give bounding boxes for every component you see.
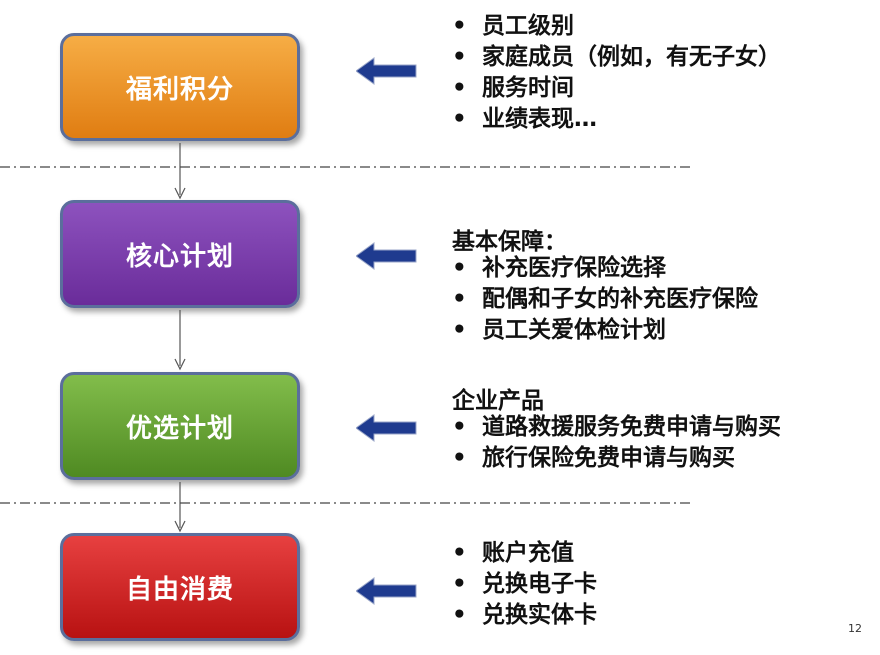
stage-label: 核心计划 xyxy=(125,241,234,272)
list-item: • 补充医疗保险选择 xyxy=(452,253,758,284)
list-item: • 配偶和子女的补充医疗保险 xyxy=(452,284,758,315)
list-item-text: 账户充值 xyxy=(482,540,574,566)
list-item-text: 道路救援服务免费申请与购买 xyxy=(482,414,781,440)
bullet: • xyxy=(452,286,467,312)
stage-box-preferred-plan: 优选计划 xyxy=(60,372,300,480)
bullet: • xyxy=(452,571,467,597)
list-item: • 账户充值 xyxy=(452,538,597,569)
list-item: • 旅行保险免费申请与购买 xyxy=(452,443,781,474)
list-item: • 道路救援服务免费申请与购买 xyxy=(452,412,781,443)
detail-list-welfare-points: • 员工级别 • 家庭成员（例如，有无子女） • 服务时间 • 业绩表现… xyxy=(452,11,781,135)
stage-box-core-plan: 核心计划 xyxy=(60,200,300,308)
list-item-text: 旅行保险免费申请与购买 xyxy=(482,445,735,471)
list-item: • 业绩表现… xyxy=(452,104,781,135)
left-arrow-icon xyxy=(356,242,417,270)
bullet: • xyxy=(452,602,467,628)
detail-list-free-spending: • 账户充值 • 兑换电子卡 • 兑换实体卡 xyxy=(452,538,597,631)
bullet: • xyxy=(452,13,467,39)
down-arrow-connector xyxy=(174,310,186,371)
list-item-text: 服务时间 xyxy=(482,75,574,101)
list-item-text: 员工级别 xyxy=(482,13,574,39)
list-item-text: 家庭成员（例如，有无子女） xyxy=(482,44,781,70)
left-arrow-icon xyxy=(356,57,417,85)
bullet: • xyxy=(452,540,467,566)
page-number: 12 xyxy=(848,622,862,635)
bullet: • xyxy=(452,255,467,281)
list-item: • 服务时间 xyxy=(452,73,781,104)
stage-box-welfare-points: 福利积分 xyxy=(60,33,300,141)
list-item-text: 兑换电子卡 xyxy=(482,571,597,597)
list-item-text: 兑换实体卡 xyxy=(482,602,597,628)
section-separator xyxy=(0,166,690,168)
bullet: • xyxy=(452,445,467,471)
list-item: • 兑换电子卡 xyxy=(452,569,597,600)
detail-list-preferred-plan: • 道路救援服务免费申请与购买 • 旅行保险免费申请与购买 xyxy=(452,412,781,474)
stage-label: 优选计划 xyxy=(125,413,234,444)
left-arrow-icon xyxy=(356,414,417,442)
detail-heading-preferred-plan: 企业产品 xyxy=(452,388,544,414)
down-arrow-connector xyxy=(174,482,186,533)
list-item-text: 补充医疗保险选择 xyxy=(482,255,666,281)
down-arrow-connector xyxy=(174,143,186,200)
left-arrow-icon xyxy=(356,577,417,605)
stage-box-free-spending: 自由消费 xyxy=(60,533,300,641)
list-item: • 家庭成员（例如，有无子女） xyxy=(452,42,781,73)
list-item: • 兑换实体卡 xyxy=(452,600,597,631)
list-item: • 员工级别 xyxy=(452,11,781,42)
bullet: • xyxy=(452,317,467,343)
bullet: • xyxy=(452,75,467,101)
bullet: • xyxy=(452,414,467,440)
stage-label: 福利积分 xyxy=(125,74,234,105)
section-separator xyxy=(0,502,690,504)
list-item-text: 业绩表现… xyxy=(482,106,597,132)
detail-list-core-plan: • 补充医疗保险选择 • 配偶和子女的补充医疗保险 • 员工关爱体检计划 xyxy=(452,253,758,346)
list-item-text: 配偶和子女的补充医疗保险 xyxy=(482,286,758,312)
list-item: • 员工关爱体检计划 xyxy=(452,315,758,346)
stage-label: 自由消费 xyxy=(125,574,234,605)
bullet: • xyxy=(452,44,467,70)
detail-heading-core-plan: 基本保障： xyxy=(452,229,567,255)
list-item-text: 员工关爱体检计划 xyxy=(482,317,666,343)
bullet: • xyxy=(452,106,467,132)
